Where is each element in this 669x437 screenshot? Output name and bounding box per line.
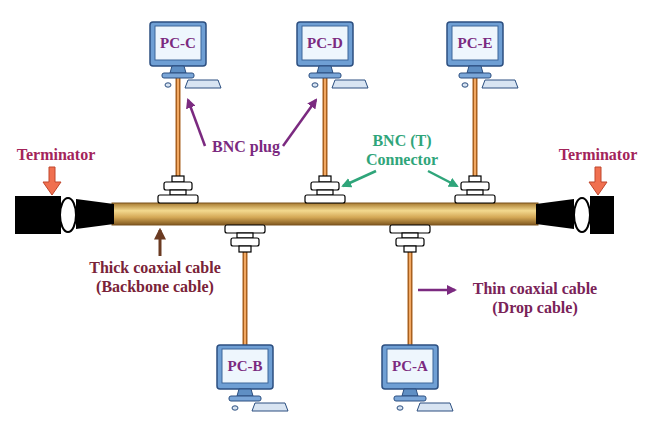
plug-label: BNC plug xyxy=(206,137,286,156)
computer-node: PC-B xyxy=(209,343,289,415)
pc-label: PC-D xyxy=(307,35,343,52)
t-connector xyxy=(305,176,345,203)
computer-icon xyxy=(374,343,454,415)
pc-label: PC-E xyxy=(458,35,493,52)
terminator-label: Terminator xyxy=(6,145,106,164)
leader-arrow xyxy=(418,289,455,292)
computer-icon xyxy=(142,20,222,92)
drop-cable xyxy=(177,78,179,178)
computer-icon xyxy=(439,20,519,92)
terminator xyxy=(15,196,114,234)
leader-arrow xyxy=(428,171,457,186)
connector-label: BNC (T) Connector xyxy=(350,131,454,169)
screen-text-holder: PC-D xyxy=(302,26,348,60)
drop-cable xyxy=(244,250,246,346)
computer-node: PC-A xyxy=(374,343,454,415)
computer-icon xyxy=(289,20,369,92)
drop-cable xyxy=(324,78,326,178)
screen-text-holder: PC-A xyxy=(387,349,433,383)
t-connector xyxy=(225,225,265,252)
leader-arrow xyxy=(343,171,376,186)
computer-node: PC-C xyxy=(142,20,222,92)
leader-arrow xyxy=(188,100,205,146)
leader-arrow xyxy=(159,230,162,256)
backbone-cable xyxy=(112,203,538,225)
computer-icon xyxy=(209,343,289,415)
drop-cable xyxy=(473,78,478,178)
pc-label: PC-A xyxy=(392,358,428,375)
pc-label: PC-B xyxy=(228,358,263,375)
t-connector xyxy=(390,225,430,252)
cable-label: Thin coaxial cable (Drop cable) xyxy=(460,279,610,317)
t-connector xyxy=(158,176,198,203)
drop-cable xyxy=(474,78,476,178)
drop-cable xyxy=(409,250,411,346)
screen-text-holder: PC-E xyxy=(452,26,498,60)
terminator-arrow xyxy=(589,167,607,195)
computer-node: PC-D xyxy=(289,20,369,92)
computer-node: PC-E xyxy=(439,20,519,92)
drop-cable xyxy=(176,78,181,178)
cable-label: Thick coaxial cable (Backbone cable) xyxy=(70,258,240,296)
drop-cable xyxy=(323,78,328,178)
pc-label: PC-C xyxy=(160,35,196,52)
t-connectors xyxy=(158,176,495,252)
leader-arrow xyxy=(283,100,316,146)
terminator xyxy=(536,196,614,234)
screen-text-holder: PC-C xyxy=(155,26,201,60)
terminator-label: Terminator xyxy=(548,145,648,164)
terminator-arrow xyxy=(43,167,61,195)
screen-text-holder: PC-B xyxy=(222,349,268,383)
t-connector xyxy=(455,176,495,203)
drop-cable xyxy=(408,250,413,346)
drop-cable xyxy=(243,250,248,346)
